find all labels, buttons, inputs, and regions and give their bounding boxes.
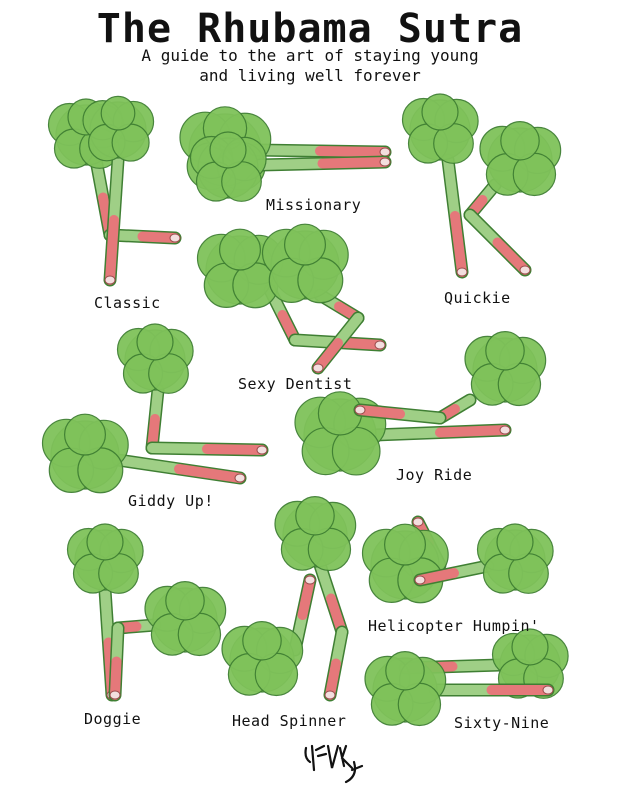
classic-b-seg0-red — [105, 215, 119, 285]
missionary-b-seg0-green — [255, 158, 328, 170]
giddy-a-seg1-tip — [256, 445, 268, 455]
quickie-a-seg0-tip — [456, 267, 468, 277]
artist-signature-icon — [304, 744, 364, 784]
sixty-nine-b-seg0-tip — [542, 685, 554, 695]
missionary-b-seg0-tip — [379, 157, 391, 167]
classic-b-leaf-lobe-5 — [100, 95, 136, 131]
sixty-nine-a-seg0-green — [447, 660, 505, 672]
giddy-b-seg0-green — [113, 455, 184, 474]
giddy-b-seg0-tip — [234, 473, 246, 483]
missionary-b-leaf-lobe-5 — [209, 131, 247, 169]
pose-label-helicopter-humpin: Helicopter Humpin' — [368, 617, 540, 635]
doggie-b-seg1-red — [110, 656, 122, 700]
quickie-b-seg1-tip — [519, 265, 531, 275]
head-spinner-a-seg1-red — [325, 658, 341, 700]
helicopter-b-seg0-green — [449, 561, 493, 578]
pose-label-doggie: Doggie — [84, 710, 142, 728]
missionary-a-seg0-tip — [379, 147, 391, 157]
giddy-a-leaf-lobe-5 — [136, 323, 174, 361]
giddy-a-seg1-red — [202, 444, 267, 455]
classic-a-seg1-tip — [169, 233, 181, 243]
head-spinner-a-leaf-lobe-5 — [295, 495, 335, 536]
joyride-a-seg0-tip — [499, 425, 511, 435]
page-subtitle-line-1: A guide to the art of staying young — [141, 46, 479, 65]
quickie-a-seg0-red — [450, 211, 467, 277]
sexy-dentist-a-leaf-lobe-5 — [219, 228, 262, 271]
doggie-b-seg1-tip — [109, 690, 121, 700]
pose-label-giddy-up: Giddy Up! — [128, 492, 214, 510]
sexy-dentist-b-seg1-tip — [312, 363, 324, 373]
classic-b-seg0-green — [109, 155, 123, 225]
quickie-b-seg1-green — [465, 210, 503, 248]
giddy-a-seg1-green — [147, 443, 212, 454]
doggie-b-seg1-green — [111, 623, 123, 667]
head-spinner-b-seg0-red — [297, 575, 315, 620]
giddy-b-leaf-lobe-5 — [63, 413, 106, 456]
joyride-b-seg1-red — [355, 405, 405, 419]
classic-b-seg0-tip — [104, 275, 116, 285]
doggie-b-leaf-lobe-5 — [165, 580, 205, 621]
giddy-b-seg0-red — [174, 464, 245, 483]
missionary-b-seg0-red — [317, 157, 390, 169]
head-spinner-a-seg1-tip — [324, 690, 336, 700]
joyride-a-seg0-red — [435, 425, 510, 438]
pose-label-missionary: Missionary — [266, 196, 362, 214]
quickie-b-seg1-red — [492, 237, 530, 275]
missionary-a-seg0-red — [315, 146, 390, 157]
helicopter-a-seg0-tip — [412, 517, 424, 527]
page-title: The Rhubama Sutra — [96, 6, 524, 52]
joyride-b-seg1-green — [395, 409, 445, 423]
head-spinner-a-seg0-green — [315, 560, 336, 604]
pose-label-sexy-dentist: Sexy Dentist — [238, 375, 353, 393]
sexy-dentist-a-seg1-tip — [374, 340, 386, 350]
pose-label-joy-ride: Joy Ride — [396, 466, 473, 484]
helicopter-b-seg0-red — [415, 568, 459, 585]
helicopter-a-leaf-lobe-5 — [384, 523, 427, 566]
quickie-b-leaf-lobe-5 — [500, 121, 540, 161]
joyride-b-leaf-lobe-5 — [485, 330, 525, 371]
joyride-b-seg1-tip — [354, 405, 366, 415]
sexy-dentist-b-seg1-green — [333, 313, 363, 348]
head-spinner-a-seg1-green — [331, 627, 347, 669]
page-subtitle-line-2: and living well forever — [199, 66, 421, 85]
sexy-dentist-b-leaf-lobe-5 — [284, 223, 327, 266]
doggie-a-seg0-green — [100, 585, 114, 648]
quickie-a-leaf-lobe-5 — [421, 93, 459, 131]
rhubarb-figures — [41, 93, 569, 727]
head-spinner-b-leaf-lobe-5 — [242, 620, 282, 661]
helicopter-b-leaf-lobe-5 — [496, 523, 534, 561]
sexy-dentist-b-seg1-red — [313, 338, 343, 373]
pose-label-sixty-nine: Sixty-Nine — [454, 714, 550, 732]
pose-label-head-spinner: Head Spinner — [232, 712, 347, 730]
pose-label-quickie: Quickie — [444, 289, 511, 307]
quickie-a-seg0-green — [443, 155, 460, 221]
helicopter-b-seg0-tip — [414, 575, 426, 585]
joyride-a-seg0-green — [370, 427, 445, 440]
pose-label-classic: Classic — [94, 294, 161, 312]
sixty-nine-b-leaf-lobe-5 — [385, 650, 425, 691]
head-spinner-b-seg0-tip — [304, 575, 316, 585]
sixty-nine-a-leaf-lobe-5 — [511, 628, 549, 666]
doggie-a-leaf-lobe-5 — [86, 523, 124, 561]
